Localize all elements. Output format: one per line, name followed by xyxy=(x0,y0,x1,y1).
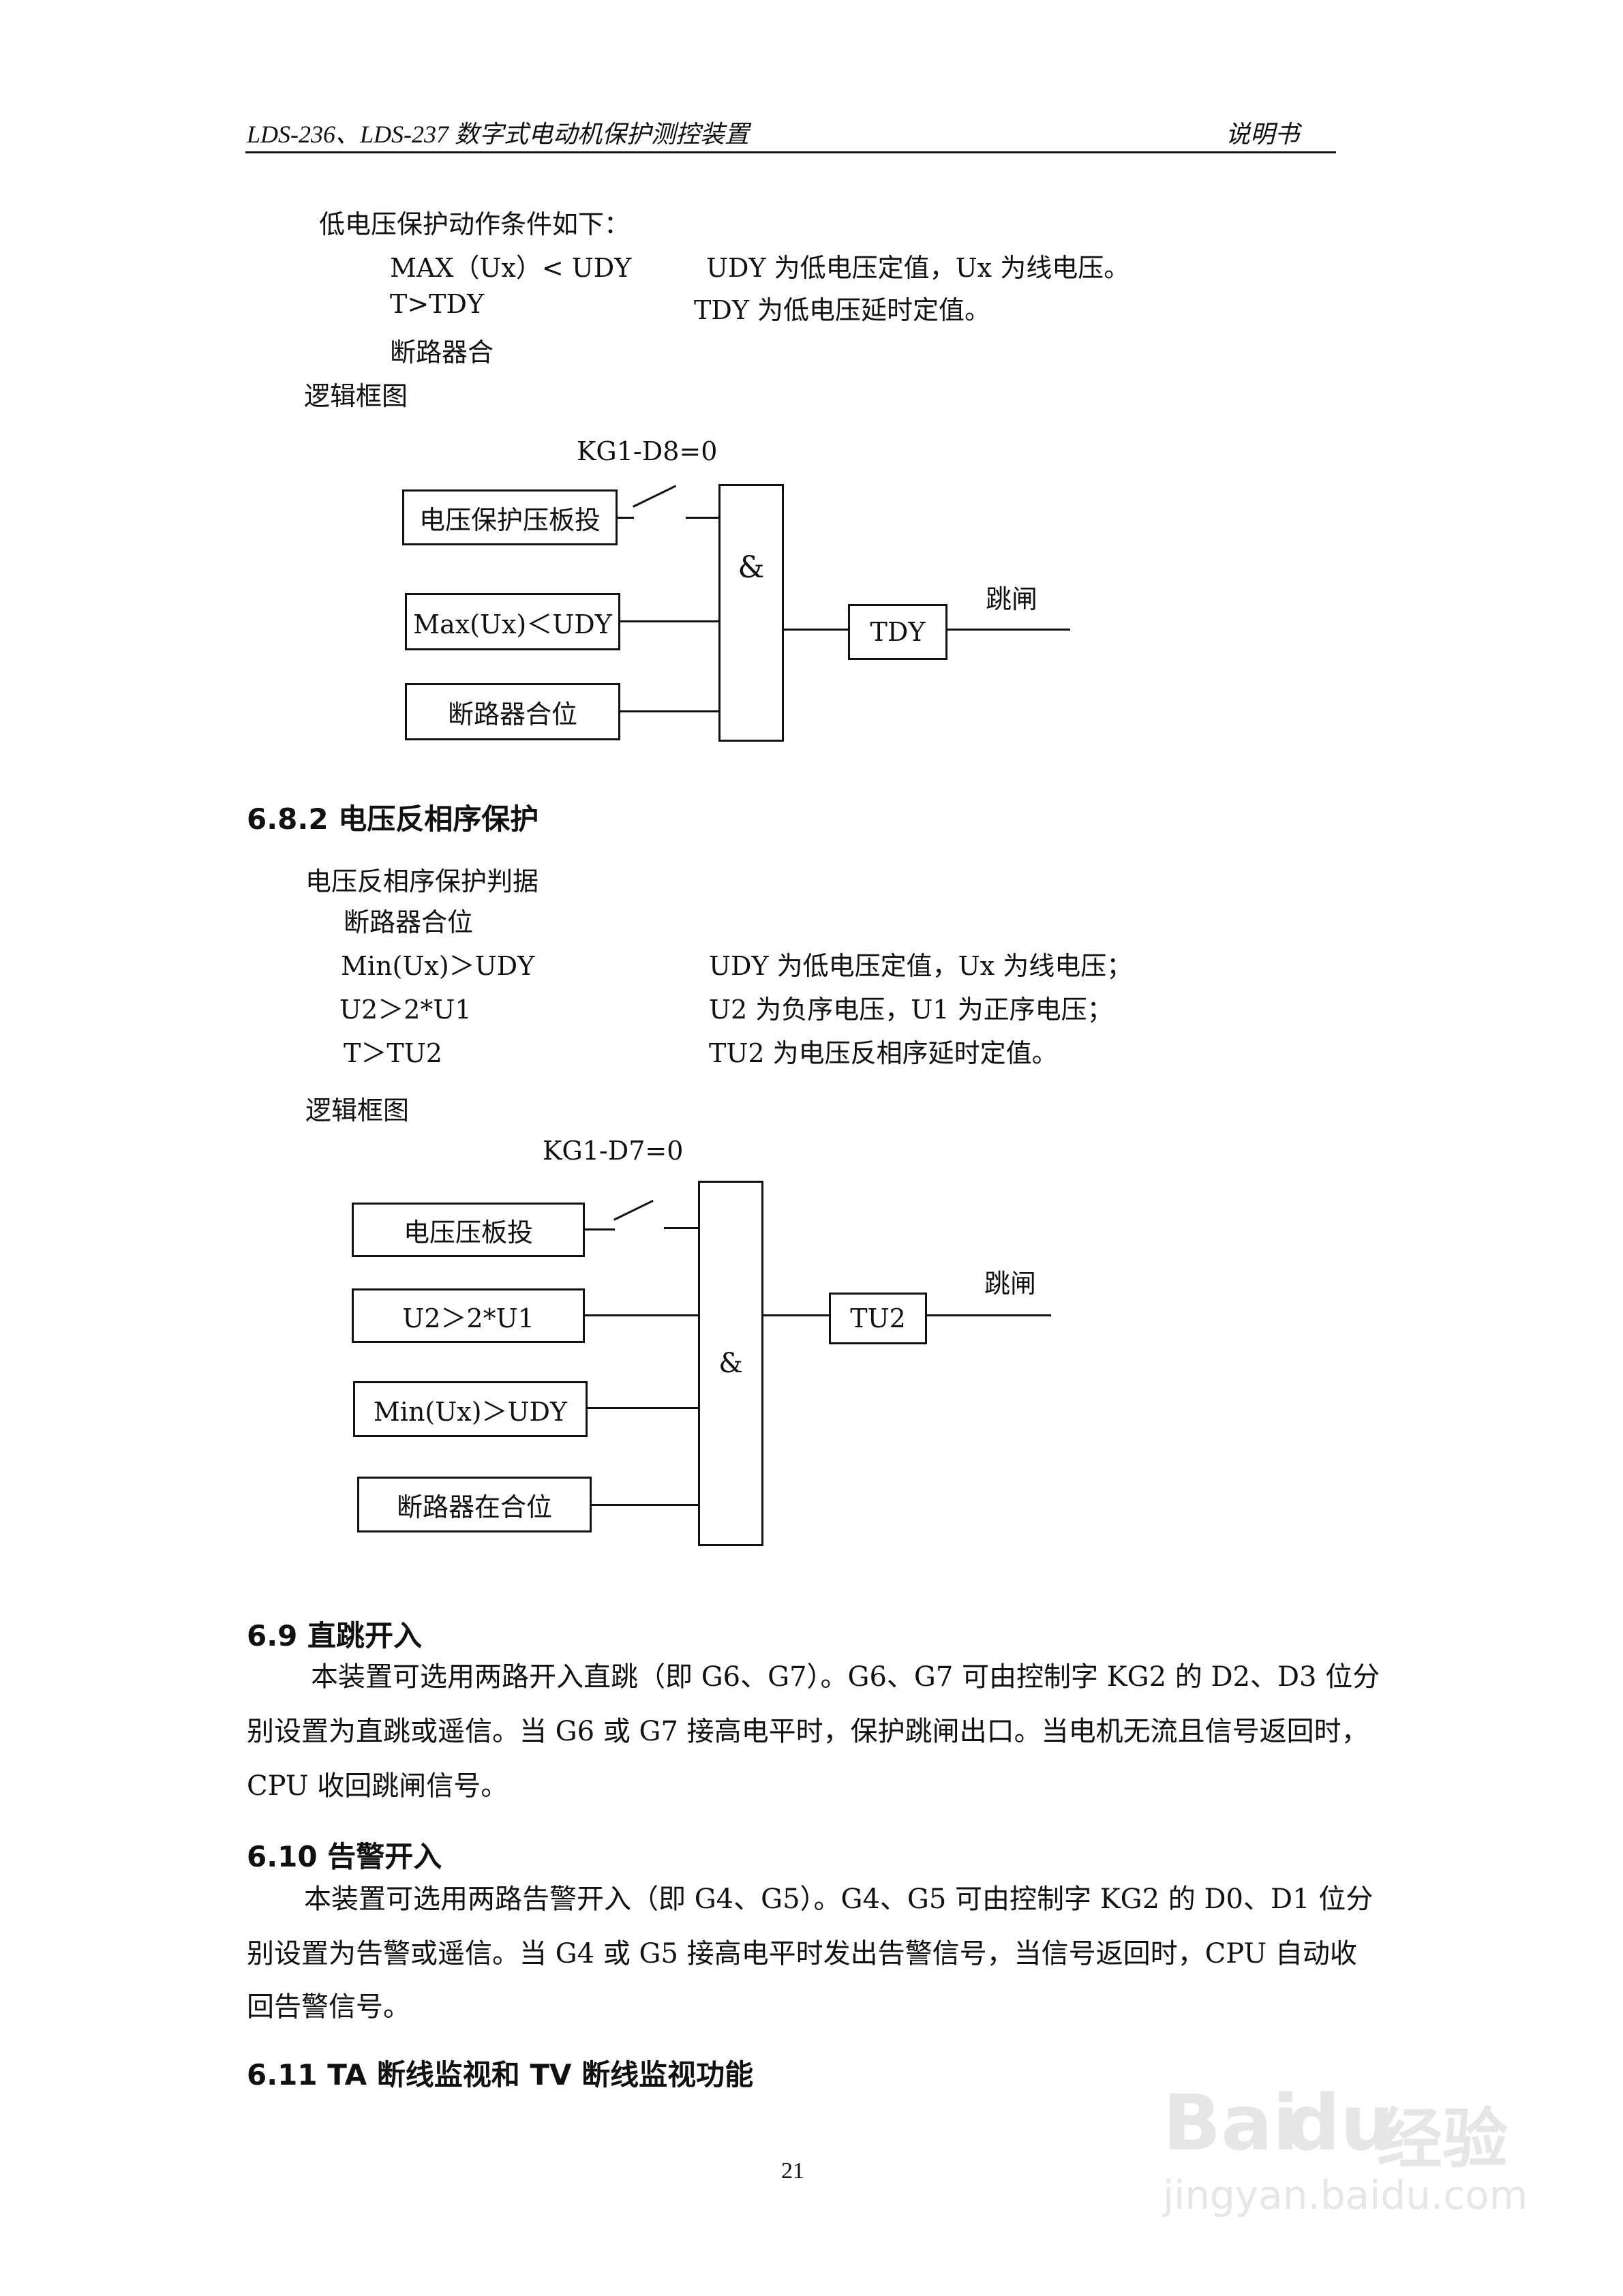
connector-line xyxy=(784,629,848,631)
condition-right: UDY 为低电压定值，Ux 为线电压。 xyxy=(706,253,1130,283)
connector-line xyxy=(585,1228,615,1230)
section-heading: 6.11 TA 断线监视和 TV 断线监视功能 xyxy=(247,2058,754,2091)
section-heading: 6.9 直跳开入 xyxy=(247,1619,423,1652)
switch-contact xyxy=(613,1199,654,1221)
connector-line xyxy=(620,620,718,622)
criteria-right: U2 为负序电压，U1 为正序电压； xyxy=(709,995,1113,1025)
connector-line xyxy=(763,1314,829,1316)
criteria-left: Min(Ux)＞UDY xyxy=(341,951,535,981)
criteria-left: 断路器合位 xyxy=(344,907,474,937)
watermark-brand: Bai xyxy=(1163,2079,1299,2168)
switch-label: KG1-D7=0 xyxy=(543,1136,684,1166)
paragraph-line: 别设置为告警或遥信。当 G4 或 G5 接高电平时发出告警信号，当信号返回时，C… xyxy=(247,1938,1357,1969)
connector-line xyxy=(585,1314,698,1316)
condition-right: TDY 为低电压延时定值。 xyxy=(694,295,990,325)
header-doc-type: 说明书 xyxy=(1226,121,1300,148)
paragraph-line: 回告警信号。 xyxy=(247,1991,410,2023)
condition-left: 断路器合 xyxy=(390,337,494,367)
input-box: 断路器在合位 xyxy=(357,1477,592,1532)
watermark-url: jingyan.baidu.com xyxy=(1163,2172,1528,2218)
connector-line xyxy=(588,1407,698,1409)
input-box: U2＞2*U1 xyxy=(352,1288,585,1343)
and-gate: & xyxy=(698,1181,763,1546)
input-box: Max(Ux)＜UDY xyxy=(405,593,620,650)
header-rule xyxy=(245,151,1336,153)
paragraph-line: 本装置可选用两路开入直跳（即 G6、G7）。G6、G7 可由控制字 KG2 的 … xyxy=(311,1661,1380,1693)
paragraph-line: CPU 收回跳闸信号。 xyxy=(247,1770,509,1802)
trip-label: 跳闸 xyxy=(986,584,1038,614)
criteria-intro: 电压反相序保护判据 xyxy=(305,866,539,896)
connector-line xyxy=(664,1227,698,1229)
trip-label: 跳闸 xyxy=(984,1269,1037,1299)
switch-label: KG1-D8=0 xyxy=(577,436,718,466)
logic-diagram-label: 逻辑框图 xyxy=(305,1096,410,1126)
criteria-right: TU2 为电压反相序延时定值。 xyxy=(709,1038,1058,1068)
input-box: Min(Ux)＞UDY xyxy=(353,1381,588,1437)
section-heading: 6.8.2 电压反相序保护 xyxy=(247,802,539,836)
page-number: 21 xyxy=(781,2158,804,2184)
output-line xyxy=(927,1314,1051,1316)
switch-contact xyxy=(633,485,677,508)
condition-left: T>TDY xyxy=(390,289,485,319)
header-title: LDS-236、LDS-237 数字式电动机保护测控装置 xyxy=(247,121,750,148)
watermark-brand: du xyxy=(1286,2079,1395,2168)
input-box: 断路器合位 xyxy=(405,683,620,740)
connector-line xyxy=(592,1504,698,1506)
section-heading: 6.10 告警开入 xyxy=(247,1840,442,1873)
criteria-right: UDY 为低电压定值，Ux 为线电压； xyxy=(709,951,1133,981)
condition-left: MAX（Ux）< UDY xyxy=(390,253,632,283)
output-line xyxy=(947,629,1070,631)
input-box: 电压压板投 xyxy=(352,1203,585,1257)
low-voltage-intro: 低电压保护动作条件如下： xyxy=(319,209,631,239)
criteria-left: U2＞2*U1 xyxy=(339,995,472,1025)
logic-diagram-label: 逻辑框图 xyxy=(304,381,408,411)
delay-box: TU2 xyxy=(829,1293,927,1344)
paragraph-line: 本装置可选用两路告警开入（即 G4、G5）。G4、G5 可由控制字 KG2 的 … xyxy=(304,1884,1374,1915)
connector-line xyxy=(618,517,634,519)
watermark-jingyan: 经验 xyxy=(1377,2101,1508,2177)
connector-line xyxy=(620,710,718,712)
criteria-left: T＞TU2 xyxy=(344,1038,442,1068)
paragraph-line: 别设置为直跳或遥信。当 G6 或 G7 接高电平时，保护跳闸出口。当电机无流且信… xyxy=(247,1716,1369,1747)
delay-box: TDY xyxy=(848,604,947,660)
input-box: 电压保护压板投 xyxy=(402,489,618,545)
and-gate: & xyxy=(718,484,784,742)
connector-line xyxy=(686,517,718,519)
